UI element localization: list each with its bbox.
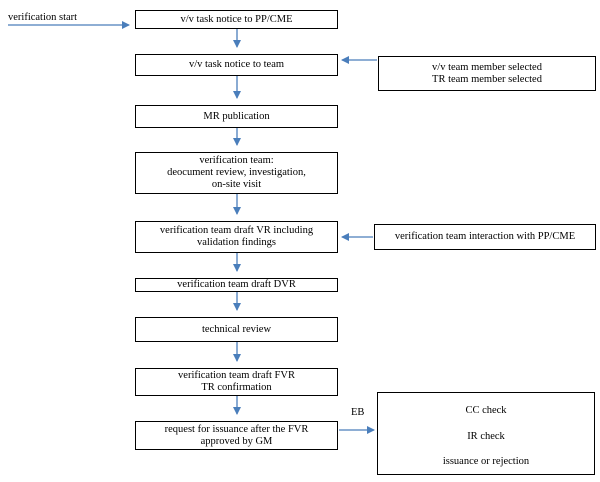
step-5-draft-vr: verification team draft VR including val… (135, 221, 338, 253)
step-3-mr-publication: MR publication (135, 105, 338, 128)
eb-label: EB (351, 407, 365, 418)
step-6-draft-dvr: verification team draft DVR (135, 278, 338, 292)
team-interaction-line-1: verification team interaction with PP/CM… (394, 231, 576, 242)
step-9-line-1: request for issuance after the FVR (164, 423, 309, 435)
step-4-line-1: verification team: (199, 155, 274, 166)
eb-ir-check: IR check (467, 430, 505, 442)
step-6-line-1: verification team draft DVR (177, 279, 296, 290)
eb-process-box: CC check IR check issuance or rejection (377, 392, 595, 475)
team-selection-line-1: v/v team member selected (432, 61, 542, 73)
team-interaction-box: verification team interaction with PP/CM… (374, 224, 596, 250)
step-8-line-2: TR confirmation (201, 382, 272, 393)
step-5-line-1: verification team draft VR including (159, 225, 314, 236)
step-7-technical-review: technical review (135, 317, 338, 342)
step-2-line-1: v/v task notice to team (188, 59, 285, 70)
step-7-line-1: technical review (201, 323, 272, 335)
step-2-task-notice-team: v/v task notice to team (135, 54, 338, 76)
step-8-draft-fvr: verification team draft FVR TR confirmat… (135, 368, 338, 396)
eb-issuance-or-rejection: issuance or rejection (442, 456, 530, 467)
step-4-line-2: deocument review, investigation, (167, 167, 306, 178)
step-3-line-1: MR publication (203, 110, 270, 122)
step-9-line-2: approved by GM (200, 435, 273, 447)
step-4-verification-team-activities: verification team: deocument review, inv… (135, 152, 338, 194)
team-selection-line-2: TR team member selected (432, 73, 542, 85)
step-5-line-2: validation findings (196, 237, 277, 248)
step-1-line-1: v/v task notice to PP/CME (180, 13, 293, 25)
step-8-line-1: verification team draft FVR (178, 370, 295, 381)
start-label: verification start (8, 12, 78, 23)
step-4-line-3: on-site visit (211, 179, 262, 190)
team-selection-box: v/v team member selected TR team member … (378, 56, 596, 91)
step-9-request-issuance: request for issuance after the FVR appro… (135, 421, 338, 450)
eb-cc-check: CC check (465, 405, 507, 416)
step-1-task-notice-pp-cme: v/v task notice to PP/CME (135, 10, 338, 29)
